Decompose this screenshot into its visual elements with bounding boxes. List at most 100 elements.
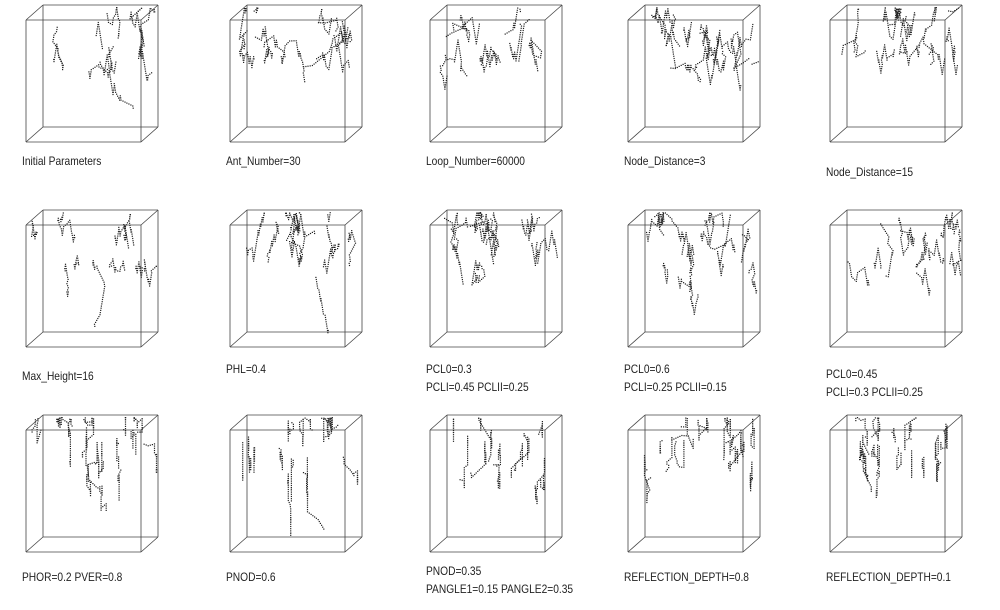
box-edge [545,332,562,347]
box-edge [628,210,645,225]
box-edge [628,537,645,552]
box-edge [945,332,962,347]
box-edge [26,127,43,142]
panel-11: PHOR=0.2 PVER=0.8 [18,410,218,610]
box-edge [230,332,247,347]
box-3d-plot [620,205,820,365]
box-edge [345,332,362,347]
box-3d-plot [18,205,218,365]
box-edge [230,127,247,142]
panel-label: PNOD=0.6 [226,568,276,586]
box-edge [945,537,962,552]
box-edge [545,5,562,20]
panel-15: REFLECTION_DEPTH=0.1 [822,410,1000,610]
box-edge [430,537,447,552]
box-3d-plot [422,205,622,365]
dot-paths [646,212,757,315]
box-edge [26,332,43,347]
dot-paths [444,212,558,285]
panel-label: REFLECTION_DEPTH=0.8 [624,568,749,586]
panel-label: REFLECTION_DEPTH=0.1 [826,568,951,586]
panel-1: Initial Parameters [18,0,218,200]
box-edge [628,5,645,20]
dot-paths [31,212,157,327]
box-3d-plot [422,0,622,160]
box-edge [743,537,760,552]
box-edge [141,415,158,430]
dot-paths [841,7,959,75]
box-edge [945,5,962,20]
box-3d-plot [822,205,1000,365]
panel-label: PCL0=0.3 [426,360,472,378]
panel-label: PHOR=0.2 PVER=0.8 [22,568,122,586]
panel-label: Max_Height=16 [22,367,94,385]
panel-label: PCL0=0.6 [624,360,670,378]
panel-4: Node_Distance=3 [620,0,820,200]
panel-7: PHL=0.4 [222,205,422,405]
box-edge [141,5,158,20]
panel-label: Loop_Number=60000 [426,152,525,170]
panel-label: Ant_Number=30 [226,152,301,170]
box-edge [430,210,447,225]
panel-label: PCLI=0.3 PCLII=0.25 [826,383,923,401]
panel-label: PANGLE1=0.15 PANGLE2=0.35 [426,580,573,598]
box-edge [945,127,962,142]
panel-14: REFLECTION_DEPTH=0.8 [620,410,820,610]
panel-label: PCL0=0.45 [826,365,877,383]
box-edge [628,332,645,347]
box-3d-plot [422,410,622,570]
box-edge [345,415,362,430]
box-edge [26,210,43,225]
panel-label: Node_Distance=3 [624,152,705,170]
panel-3: Loop_Number=60000 [422,0,622,200]
panel-2: Ant_Number=30 [222,0,422,200]
box-edge [26,5,43,20]
box-edge [545,127,562,142]
box-edge [830,332,847,347]
dot-paths [855,417,948,498]
box-3d-plot [822,0,1000,160]
box-edge [345,127,362,142]
box-edge [345,537,362,552]
box-edge [545,210,562,225]
box-3d-plot [222,0,422,160]
panel-label: Initial Parameters [22,152,101,170]
panel-label: PCLI=0.45 PCLII=0.25 [426,378,529,396]
box-3d-plot [822,410,1000,570]
box-edge [743,5,760,20]
box-edge [230,210,247,225]
dot-paths [239,8,352,83]
box-edge [830,5,847,20]
box-edge [743,332,760,347]
box-edge [545,537,562,552]
dot-paths [453,418,545,504]
panel-label: PHL=0.4 [226,360,266,378]
box-edge [743,127,760,142]
dot-paths [242,417,358,536]
box-3d-plot [620,410,820,570]
box-edge [430,127,447,142]
panel-label: Node_Distance=15 [826,163,913,181]
box-3d-plot [222,205,422,365]
box-3d-plot [222,410,422,570]
panel-6: Max_Height=16 [18,205,218,405]
panel-label: PNOD=0.35 [426,562,481,580]
box-edge [545,415,562,430]
box-edge [26,415,43,430]
box-edge [26,537,43,552]
box-3d-plot [620,0,820,160]
box-edge [230,415,247,430]
panel-label: PCLI=0.25 PCLII=0.15 [624,378,727,396]
box-3d-plot [18,410,218,570]
box-edge [345,210,362,225]
panel-5: Node_Distance=15 [822,0,1000,200]
box-edge [430,415,447,430]
box-edge [628,127,645,142]
box-edge [345,5,362,20]
box-edge [830,127,847,142]
box-edge [141,537,158,552]
